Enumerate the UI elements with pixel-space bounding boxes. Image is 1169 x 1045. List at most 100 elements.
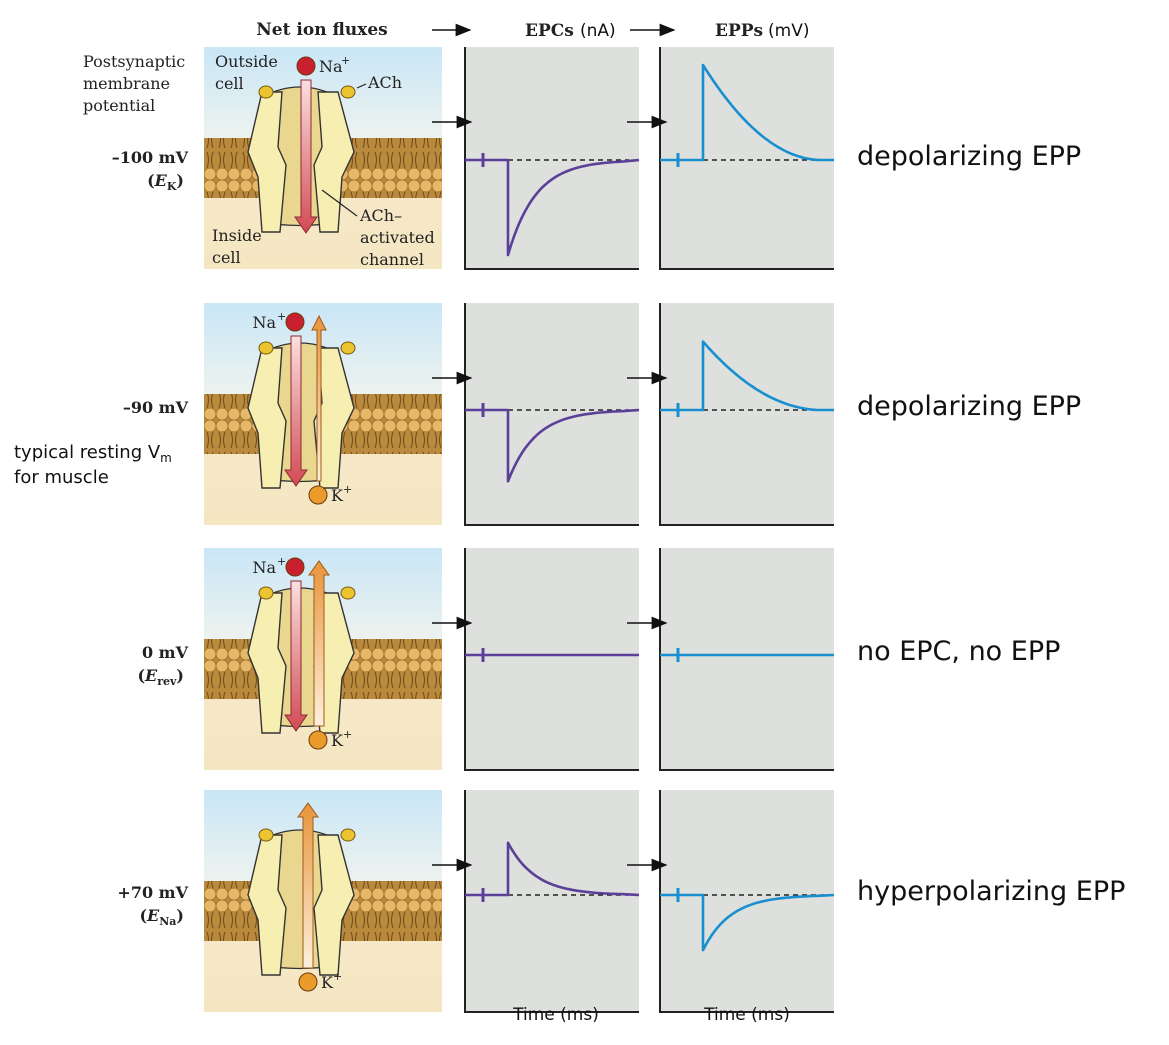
row-4: +70 mV (ENa) K+ hyperpolarizing EPP <box>117 790 1125 1013</box>
epc-trace <box>465 158 640 257</box>
epp-plot-area <box>660 790 834 1012</box>
epc-time-axis-label: Time (ms) <box>512 1005 599 1025</box>
ach-molecule-icon <box>340 828 356 842</box>
ach-molecule-icon <box>258 85 274 99</box>
na-ion-icon <box>285 557 305 577</box>
k-ion-label: K <box>331 486 344 505</box>
header-net-ion-fluxes: Net ion fluxes <box>256 20 387 40</box>
k-ion-charge: + <box>343 728 352 741</box>
epc-trace <box>465 841 640 897</box>
epp-plot <box>627 303 834 526</box>
ach-molecule-icon <box>340 586 356 600</box>
membrane-potential-value: –100 mV <box>112 148 189 167</box>
reversal-potential-label: (ENa) <box>139 906 184 928</box>
channel-label-line2: activated <box>360 228 435 247</box>
epp-result-label: hyperpolarizing EPP <box>857 876 1125 907</box>
na-ion-label: Na <box>252 313 276 332</box>
na-ion-icon <box>296 56 316 76</box>
ach-molecule-icon <box>340 85 356 99</box>
header-epcs: EPCs <box>525 21 574 41</box>
channel-label-line1: ACh– <box>359 206 402 225</box>
channel-illustration: K+ <box>204 790 442 1012</box>
epp-plot <box>627 548 834 771</box>
k-ion-charge: + <box>343 483 352 496</box>
header-epcs-unit: (nA) <box>580 21 616 41</box>
k-flux-arrow <box>297 802 319 969</box>
epc-plot-area <box>465 548 639 770</box>
reversal-potential-label: (EK) <box>147 171 184 193</box>
channel-illustration: Na+ <box>204 47 442 269</box>
outside-cell-line1: Outside <box>215 52 278 71</box>
ach-molecule-icon <box>258 828 274 842</box>
channel-subunit-right <box>313 91 355 233</box>
k-ion-icon <box>298 972 318 992</box>
epc-plot <box>432 303 640 526</box>
channel-subunit-left <box>247 834 287 976</box>
epp-plot-area <box>660 548 834 770</box>
epp-trace <box>660 340 834 412</box>
resting-potential-note-line2: for muscle <box>14 467 109 488</box>
channel-subunit-left <box>247 91 287 233</box>
row-1: –100 mV (EK) Na+ depolarizing EPP <box>112 47 1081 270</box>
membrane-potential-value: –90 mV <box>123 398 189 417</box>
epp-plot <box>627 790 835 1013</box>
k-ion-icon <box>308 485 328 505</box>
epc-trace <box>465 408 640 483</box>
na-ion-charge: + <box>277 555 286 568</box>
channel-subunit-right <box>313 834 355 976</box>
na-ion-icon <box>285 312 305 332</box>
na-flux-arrow <box>284 580 308 732</box>
k-ion-charge: + <box>333 970 342 983</box>
ach-molecule-icon <box>258 341 274 355</box>
potential-label-line1: Postsynaptic <box>83 52 185 71</box>
epp-plot-area <box>660 303 834 525</box>
epp-time-axis-label: Time (ms) <box>703 1005 790 1025</box>
ach-molecule-icon <box>340 341 356 355</box>
epc-plot <box>432 47 640 270</box>
potential-label-line2: membrane <box>83 74 170 93</box>
epp-plot <box>627 47 834 270</box>
k-ion-label: K <box>321 973 334 992</box>
ach-molecule-icon <box>258 586 274 600</box>
ach-label: ACh <box>367 73 402 92</box>
k-ion-icon <box>308 730 328 750</box>
inside-cell-line2: cell <box>212 248 241 267</box>
channel-label-line3: channel <box>360 250 424 269</box>
k-flux-arrow <box>311 314 327 482</box>
epc-plot <box>432 790 640 1013</box>
epc-plot-area <box>465 790 639 1012</box>
na-ion-label: Na <box>319 57 343 76</box>
na-ion-label: Na <box>252 558 276 577</box>
epp-result-label: no EPC, no EPP <box>857 636 1060 667</box>
k-ion-label: K <box>331 731 344 750</box>
epp-result-label: depolarizing EPP <box>857 391 1081 422</box>
k-flux-arrow <box>308 560 330 727</box>
potential-label-line3: potential <box>83 96 155 115</box>
membrane-potential-value: 0 mV <box>142 643 189 662</box>
na-ion-charge: + <box>341 54 350 67</box>
epc-plot <box>432 548 639 771</box>
channel-subunit-left <box>247 592 287 734</box>
na-ion-charge: + <box>277 310 286 323</box>
membrane-potential-value: +70 mV <box>117 883 188 902</box>
resting-potential-note: typical resting Vm <box>14 442 172 465</box>
epc-plot-area <box>465 47 639 269</box>
na-flux-arrow <box>294 79 318 234</box>
na-flux-arrow <box>284 335 308 487</box>
channel-illustration: Na+K+ <box>204 548 442 770</box>
outside-cell-line2: cell <box>215 74 244 93</box>
epp-trace <box>660 63 834 162</box>
channel-illustration: Na+K+ <box>204 303 442 525</box>
epp-trace <box>660 893 835 952</box>
header-epps-unit: (mV) <box>768 21 809 41</box>
channel-annotations: Outside cell Inside cell ACh ACh– activa… <box>212 52 435 269</box>
header-epps: EPPs <box>715 21 763 41</box>
inside-cell-line1: Inside <box>212 226 262 245</box>
reversal-potential-label: (Erev) <box>137 666 184 688</box>
row-3: 0 mV(Erev)Na+K+no EPC, no EPP <box>137 548 1060 771</box>
epc-plot-area <box>465 303 639 525</box>
channel-subunit-left <box>247 347 287 489</box>
epp-result-label: depolarizing EPP <box>857 141 1081 172</box>
